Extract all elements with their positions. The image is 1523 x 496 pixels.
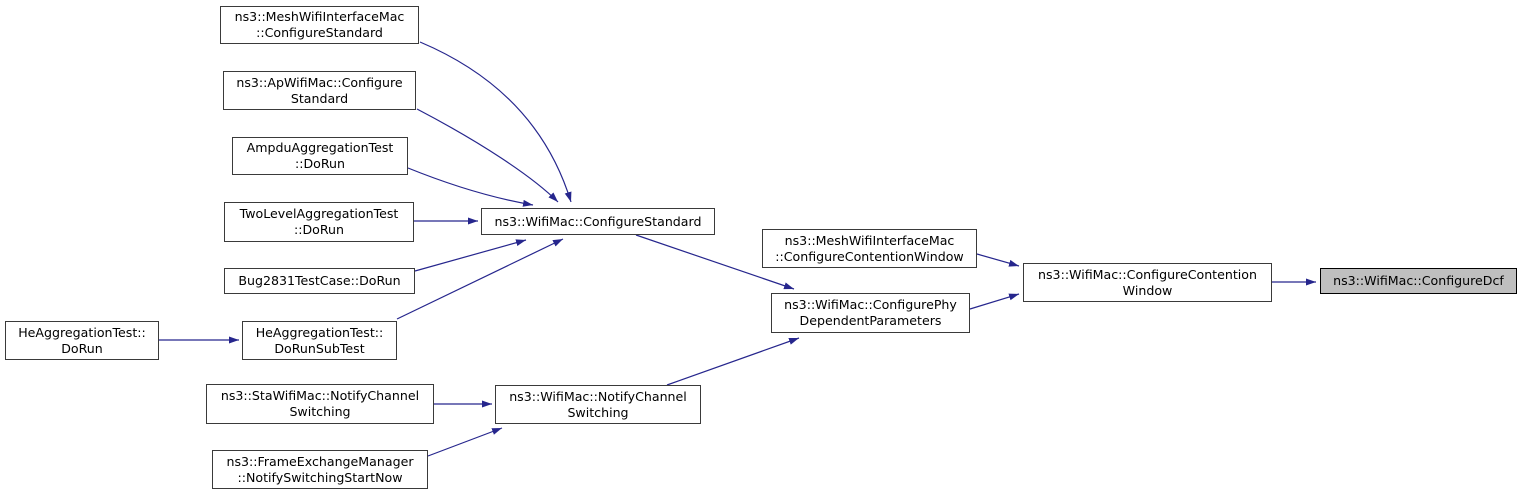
node-label-line: Window (1122, 282, 1173, 298)
node-label-line: DoRun (61, 340, 103, 356)
node-ns3-stawifimac-notifychannelswitching[interactable]: ns3::StaWifiMac::NotifyChannel Switching (206, 384, 434, 424)
node-ampduaggregationtest-dorun[interactable]: AmpduAggregationTest ::DoRun (232, 137, 408, 175)
node-label-line: DependentParameters (799, 313, 942, 328)
node-label-line: ns3::MeshWifiInterfaceMac (234, 9, 405, 24)
edge-wifimac-configurestandard-to-configurephydependentparameters (635, 234, 795, 290)
node-label-line: ns3::WifiMac::NotifyChannel (509, 388, 687, 404)
edge-apwifimac-configurestandard-to-wifimac-configurestandard (416, 108, 559, 203)
node-label-line: ns3::StaWifiMac::NotifyChannel (220, 388, 420, 403)
node-label-line: ns3::MeshWifiInterfaceMac (784, 232, 955, 248)
node-label-line: Bug2831TestCase::DoRun (238, 273, 401, 288)
node-label-line: ns3::WifiMac::ConfigurePhy (784, 297, 957, 312)
edge-wifimac-notifychannelswitching-to-configurephydependentparameters (666, 337, 800, 386)
edge-dorunsubtest-to-wifimac-configurestandard (396, 238, 564, 320)
node-label-line: AmpduAggregationTest (246, 140, 394, 155)
node-label-line: ns3::ApWifiMac::Configure (236, 74, 403, 90)
node-bug2831testcase-dorun[interactable]: Bug2831TestCase::DoRun (224, 268, 415, 294)
node-label-line: Switching (289, 404, 351, 419)
node-label-line: Switching (567, 404, 629, 420)
node-heaggregationtest-dorunsubtest[interactable]: HeAggregationTest:: DoRunSubTest (242, 321, 397, 360)
node-label-line: Standard (290, 90, 349, 106)
edge-bug2831-dorun-to-wifimac-configurestandard (414, 239, 527, 272)
node-label-line: DoRunSubTest (274, 340, 365, 356)
node-ns3-frameexchangemanager-notifyswitchingstartnow[interactable]: ns3::FrameExchangeManager ::NotifySwitch… (212, 450, 428, 489)
edge-mesh-configurestandard-to-wifimac-configurestandard (419, 41, 572, 203)
edge-frameexchangemanager-to-wifimac-notifychannelswitching (427, 427, 503, 457)
node-label-line: ns3::WifiMac::ConfigureStandard (494, 213, 702, 229)
node-heaggregationtest-dorun[interactable]: HeAggregationTest:: DoRun (5, 321, 159, 360)
edge-ampdu-dorun-to-wifimac-configurestandard (407, 167, 534, 207)
edge-mesh-configurecontentionwindow-to-wifimac-configurecontentionwindow (976, 253, 1020, 267)
node-label-line: TwoLevelAggregationTest (239, 206, 399, 221)
node-ns3-meshwifiinterfacemac-configurecontentionwindow[interactable]: ns3::MeshWifiInterfaceMac ::ConfigureCon… (762, 229, 977, 268)
node-label-line: ::ConfigureContentionWindow (775, 248, 964, 264)
node-ns3-apwifimac-configurestandard[interactable]: ns3::ApWifiMac::Configure Standard (223, 71, 416, 110)
node-twolevelaggregationtest-dorun[interactable]: TwoLevelAggregationTest ::DoRun (224, 202, 414, 242)
node-label-line: ::DoRun (294, 156, 346, 171)
node-label-line: ::NotifySwitchingStartNow (237, 469, 403, 485)
node-label-line: ::ConfigureStandard (256, 25, 383, 40)
node-ns3-meshwifiinterfacemac-configurestandard[interactable]: ns3::MeshWifiInterfaceMac ::ConfigureSta… (220, 6, 419, 44)
node-label-line: ns3::FrameExchangeManager (226, 453, 414, 469)
node-ns3-wifimac-notifychannelswitching[interactable]: ns3::WifiMac::NotifyChannel Switching (495, 385, 701, 424)
node-ns3-wifimac-configurephydependentparameters[interactable]: ns3::WifiMac::ConfigurePhy DependentPara… (771, 293, 970, 333)
node-label-line: HeAggregationTest:: (255, 324, 384, 340)
edge-configurephydependentparameters-to-wifimac-configurecontentionwindow (969, 293, 1020, 310)
node-ns3-wifimac-configurestandard[interactable]: ns3::WifiMac::ConfigureStandard (481, 208, 715, 235)
node-ns3-wifimac-configurecontentionwindow[interactable]: ns3::WifiMac::ConfigureContention Window (1023, 263, 1272, 302)
node-label-line: ns3::WifiMac::ConfigureContention (1038, 266, 1257, 282)
node-label-line: ns3::WifiMac::ConfigureDcf (1333, 273, 1504, 288)
node-label-line: ::DoRun (293, 222, 345, 237)
node-label-line: HeAggregationTest:: (18, 324, 146, 340)
node-ns3-wifimac-configuredcf: ns3::WifiMac::ConfigureDcf (1320, 268, 1517, 294)
